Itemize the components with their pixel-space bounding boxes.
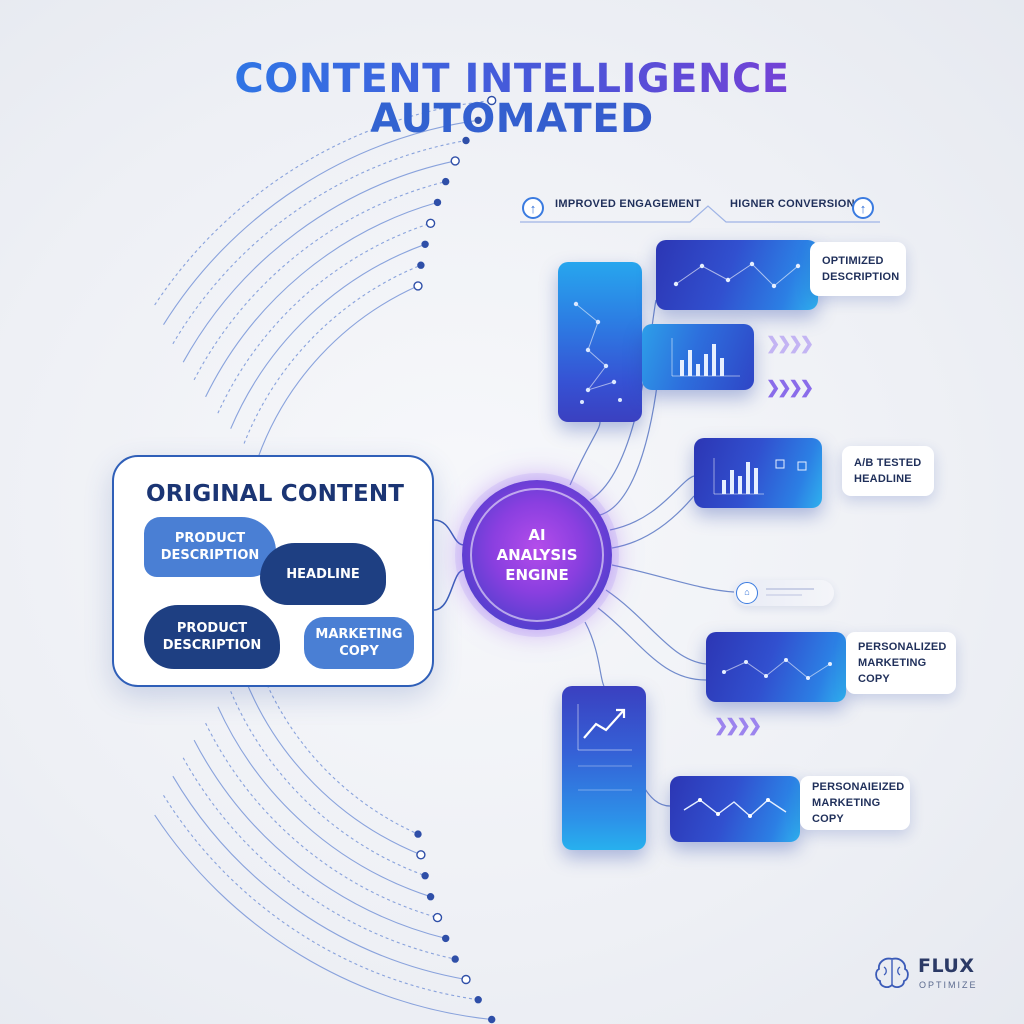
engine-ring [470, 488, 604, 622]
brain-icon [875, 957, 909, 988]
content-item-label: HEADLINE [286, 566, 360, 582]
connector-node [450, 156, 460, 166]
connector-arc [243, 264, 422, 444]
connector-node [461, 974, 471, 985]
visual-card-line-chart-3 [670, 776, 800, 842]
content-item-headline: HEADLINE [260, 543, 386, 605]
connector-arc [154, 99, 492, 306]
connector-node [474, 996, 482, 1004]
visual-card-tall-top [558, 262, 642, 422]
connector-line [605, 589, 707, 665]
connector-node [425, 218, 436, 229]
connector-arc [205, 201, 438, 398]
visual-card-bar-chart [642, 324, 754, 390]
engine-label: AI ANALYSIS ENGINE [496, 526, 578, 584]
content-item-label: MARKETING COPY [315, 627, 403, 659]
higher-conversion-label: HIGNER CONVERSION [730, 198, 855, 210]
content-item-label: PRODUCT DESCRIPTION [160, 531, 260, 563]
visual-card-tall-bottom [562, 686, 646, 850]
up-arrow-icon: ↑ [522, 197, 544, 219]
connector-line [597, 607, 707, 681]
bar-chart-icon [671, 338, 740, 377]
chevron-right-icon: ❯❯❯❯ [714, 716, 762, 735]
output-label-personalized-marketing-copy-2: PERSONAIEIZED MARKETING COPY [800, 776, 910, 830]
connector-arc [172, 775, 467, 981]
original-content-panel: ORIGINAL CONTENT PRODUCT DESCRIPTION HEA… [112, 455, 434, 687]
connector-arc [172, 139, 467, 345]
mini-control: ⌂ [734, 580, 834, 606]
connector-node [488, 1015, 496, 1024]
connector-node [462, 136, 470, 145]
connector-line [611, 495, 695, 549]
connector-arc [205, 722, 438, 919]
up-arrow-icon: ↑ [852, 197, 874, 219]
connector-node [416, 850, 426, 860]
connector-node [487, 95, 497, 106]
connector-node [451, 955, 459, 963]
connector-arc [163, 795, 479, 1001]
connector-arc [217, 706, 431, 898]
connector-line [609, 475, 695, 531]
connector-arc [230, 691, 426, 877]
connector-node [433, 198, 442, 207]
logo-name: FLUX [918, 955, 975, 977]
connector-node [442, 177, 450, 186]
connector-line [611, 564, 735, 593]
output-label-personalized-marketing-copy: PERSONALIZED MARKETING COPY [846, 632, 956, 694]
bracket-line [520, 205, 880, 223]
connector-arc [217, 222, 431, 414]
line-chart-icon [673, 261, 801, 289]
connector-arc [163, 119, 479, 325]
connector-line [584, 621, 605, 687]
connector-node [426, 893, 435, 901]
connector-arc [182, 160, 456, 363]
connector-line [569, 421, 601, 486]
visual-card-bar-chart-2 [694, 438, 822, 508]
bar-chart-icon [713, 458, 807, 495]
connector-arc [193, 181, 446, 381]
line-chart-icon [683, 798, 787, 818]
content-item-product-description: PRODUCT DESCRIPTION [144, 517, 276, 577]
visual-card-line-chart [656, 240, 818, 310]
connector-arc [182, 757, 456, 960]
connector-node [432, 912, 443, 923]
connector-node [421, 240, 429, 249]
divider [766, 594, 802, 596]
chevron-right-icon: ❯❯❯❯ [766, 378, 814, 397]
connector-arc [257, 662, 419, 835]
content-item-label: PRODUCT DESCRIPTION [162, 621, 262, 653]
output-label-ab-tested-headline: A/B TESTED HEADLINE [842, 446, 934, 496]
connector-node [421, 872, 429, 880]
visual-card-line-chart-2 [706, 632, 846, 702]
ai-analysis-engine: AI ANALYSIS ENGINE [462, 480, 612, 630]
network-graph-icon [573, 301, 622, 404]
output-label-optimized-description: OPTIMIZED DESCRIPTION [810, 242, 906, 296]
title-line-1: CONTENT INTELLIGENCE [0, 56, 1024, 102]
connector-arc [154, 814, 492, 1021]
connector-arc [243, 676, 422, 856]
connector-node [414, 830, 422, 838]
content-item-product-description: PRODUCT DESCRIPTION [144, 605, 280, 669]
logo-tagline: OPTIMIZE [919, 980, 978, 990]
improved-engagement-label: IMPROVED ENGAGEMENT [555, 198, 702, 210]
connector-line [433, 519, 465, 546]
connector-line [433, 569, 465, 611]
chevron-right-icon: ❯❯❯❯ [766, 334, 814, 353]
content-item-marketing-copy: MARKETING COPY [304, 617, 414, 669]
connector-node [474, 116, 482, 125]
original-content-title: ORIGINAL CONTENT [146, 481, 405, 507]
tag-icon: ⌂ [736, 582, 758, 604]
connector-node [417, 261, 425, 269]
line-chart-icon [722, 658, 832, 680]
trend-up-icon [577, 704, 632, 791]
title-line-2: AUTOMATED [0, 96, 1024, 142]
connector-arc [230, 243, 426, 429]
connector-arc [193, 739, 446, 939]
divider [766, 588, 814, 590]
connector-node [442, 934, 450, 943]
connector-node [413, 281, 423, 291]
connector-arc [257, 285, 419, 458]
